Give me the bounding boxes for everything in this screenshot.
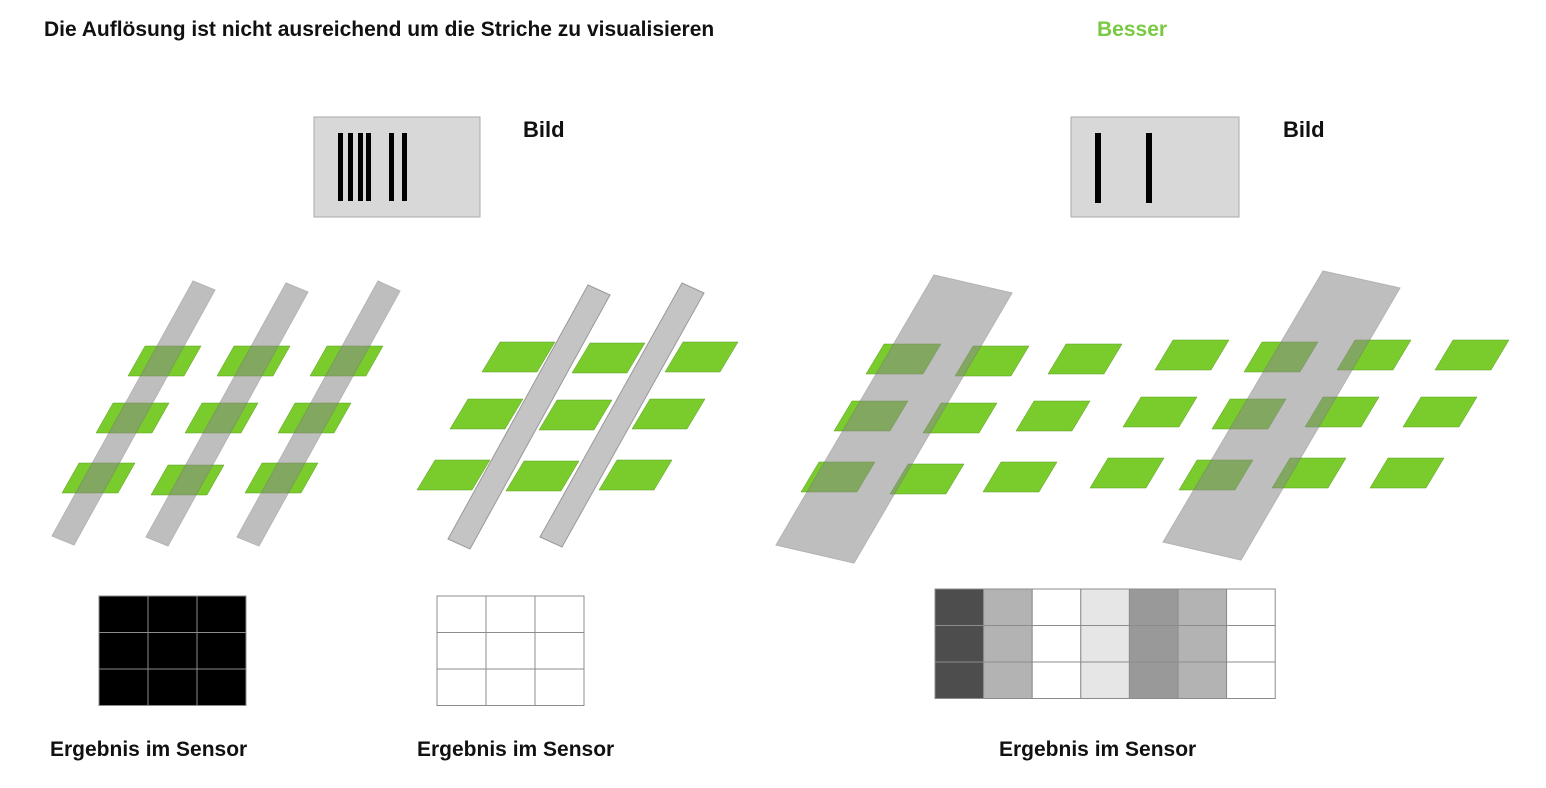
sensor-cell bbox=[983, 625, 1033, 663]
sensor-result-label-left: Ergebnis im Sensor bbox=[50, 738, 248, 761]
better-label: Besser bbox=[1097, 18, 1168, 41]
sensor-cell bbox=[98, 595, 149, 633]
sensor-cell bbox=[1128, 661, 1179, 699]
sensor-cell bbox=[1177, 625, 1228, 663]
sensor-cell bbox=[983, 588, 1033, 626]
sensor-result-grid-left bbox=[98, 595, 247, 706]
sensor-cell bbox=[1031, 588, 1082, 626]
stripes-middle bbox=[447, 282, 705, 550]
sensor-cell bbox=[98, 668, 149, 706]
image-label-left: Bild bbox=[523, 117, 565, 142]
sensor-cell bbox=[1080, 625, 1130, 663]
sensor-cell bbox=[147, 632, 198, 670]
sensor-cell bbox=[98, 632, 149, 670]
sensor-cell bbox=[1080, 588, 1130, 626]
sensor-cell bbox=[196, 595, 247, 633]
sensor-cell bbox=[534, 632, 585, 670]
sensor-cell bbox=[934, 661, 985, 699]
stripes-right bbox=[775, 270, 1401, 564]
sensor-cell bbox=[534, 668, 585, 706]
sensor-cell bbox=[436, 668, 487, 706]
sensor-cell bbox=[934, 625, 985, 663]
sensor-cell bbox=[436, 595, 487, 633]
image-thumbnail-left bbox=[313, 116, 481, 218]
stripes-left bbox=[51, 280, 401, 547]
sensor-cell bbox=[1226, 661, 1276, 699]
image-label-right: Bild bbox=[1283, 117, 1325, 142]
sensor-result-label-right: Ergebnis im Sensor bbox=[999, 738, 1197, 761]
sensor-cell bbox=[147, 595, 198, 633]
sensor-cell bbox=[485, 632, 536, 670]
sensor-cell bbox=[1128, 625, 1179, 663]
sensor-cell bbox=[1226, 588, 1276, 626]
sensor-cell bbox=[534, 595, 585, 633]
sensor-result-grid-middle bbox=[436, 595, 585, 706]
sensor-cell bbox=[1080, 661, 1130, 699]
sensor-cell bbox=[983, 661, 1033, 699]
image-thumbnail-right bbox=[1070, 116, 1240, 218]
sensor-cell bbox=[485, 668, 536, 706]
sensor-cell bbox=[196, 668, 247, 706]
sensor-cell bbox=[196, 632, 247, 670]
sensor-cell bbox=[934, 588, 985, 626]
sensor-result-label-middle: Ergebnis im Sensor bbox=[417, 738, 615, 761]
sensor-cell bbox=[1177, 588, 1228, 626]
sensor-cell bbox=[485, 595, 536, 633]
sensor-cell bbox=[1177, 661, 1228, 699]
sensor-cell bbox=[1128, 588, 1179, 626]
pixel-grid-middle bbox=[416, 341, 739, 492]
sensor-cell bbox=[436, 632, 487, 670]
sensor-result-grid-right bbox=[934, 588, 1276, 699]
page-title: Die Auflösung ist nicht ausreichend um d… bbox=[44, 18, 715, 41]
sensor-cell bbox=[1031, 661, 1082, 699]
sensor-cell bbox=[147, 668, 198, 706]
sensor-cell bbox=[1031, 625, 1082, 663]
sensor-cell bbox=[1226, 625, 1276, 663]
